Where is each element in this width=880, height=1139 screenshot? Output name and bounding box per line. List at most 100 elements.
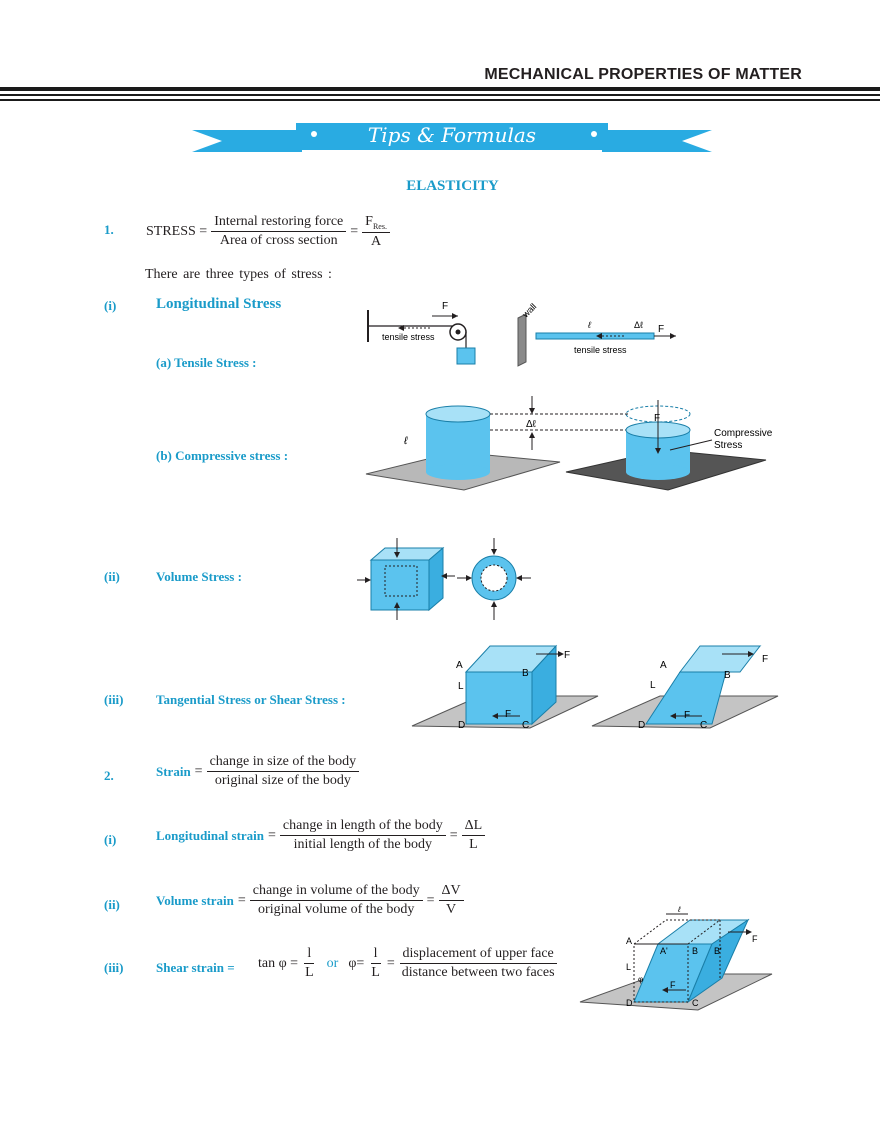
equals-sign: = [386,955,395,971]
strain-label: Strain [156,763,191,779]
fraction-numerator: ΔV [438,883,464,901]
list-number: (i) [104,298,117,313]
length-label: ℓ [677,906,681,914]
corner-label: A [456,660,463,671]
length-label: L [626,962,631,972]
tensile-label: tensile stress [574,345,627,355]
corner-label: B [724,670,731,681]
item-number: 1. [104,222,114,237]
length-label: L [458,681,464,692]
corner-label: D [638,720,645,731]
force-label: F [762,654,768,665]
fraction-numerator: l [370,946,381,964]
corner-label: A [660,660,667,671]
volume-strain-label: Volume strain [156,892,234,908]
fraction-numerator: l [304,946,315,964]
list-number: (ii) [104,569,120,584]
corner-label: C [700,720,707,731]
stress-label: Stress [714,440,742,451]
corner-label: B [692,946,698,956]
tips-banner: Tips & Formulas [192,120,712,160]
shear-strain-label: Shear strain = [156,960,235,975]
l-over-L-fraction: l L [368,946,383,981]
length-label: L [650,680,656,691]
tensile-stress-figure: F tensile stress wall F ℓ Δℓ tensile str… [367,301,676,367]
section-title: ELASTICITY [406,178,499,194]
fraction-denominator: L [305,965,314,980]
corner-label: B [522,668,529,679]
force-label: F [442,301,448,312]
phi-equals: φ= [348,955,365,971]
longitudinal-strain-label: Longitudinal strain [156,827,265,843]
stress-fraction: Internal restoring force Area of cross s… [211,214,347,249]
force-label: F [658,324,664,335]
strain-denominator: original size of the body [214,773,351,788]
strain-formula: Strain = change in size of the body orig… [156,754,360,789]
delta-length-label: Δℓ [526,419,537,430]
stress-types-note: There are three types of stress : [145,267,332,282]
compressive-label: Compressive [714,428,773,439]
item-number: 2. [104,768,114,783]
volume-strain-formula: Volume strain = change in volume of the … [156,883,464,918]
fraction-denominator: distance between two faces [401,965,555,980]
shear-stress-figure: F F A B L D C F F A B L D C [411,644,779,731]
stress-lhs: STRESS = [146,223,208,239]
longitudinal-strain-fraction: change in length of the body initial len… [279,818,446,853]
force-label: F [505,709,511,720]
volume-stress-label: Volume Stress : [156,569,242,584]
force-label: F [752,934,758,944]
corner-label: C [522,720,529,731]
strain-numerator: change in size of the body [206,754,360,772]
fraction-numerator: ΔL [461,818,486,836]
header-rule [0,94,880,96]
corner-label: B' [714,946,722,956]
delta-length-label: Δℓ [634,320,644,330]
corner-label: D [626,998,633,1008]
tensile-stress-label: (a) Tensile Stress : [156,355,257,370]
fraction-denominator: original volume of the body [258,902,415,917]
equals-sign: = [449,827,458,843]
force-label: F [684,710,690,721]
shear-stress-label: Tangential Stress or Shear Stress : [156,692,346,707]
fraction-denominator: initial length of the body [293,837,433,852]
fraction-numerator: change in length of the body [279,818,446,836]
list-number: (ii) [104,897,120,912]
equals-sign: = [268,827,276,843]
l-over-L-fraction: l L [302,946,317,981]
equals-sign: = [237,892,246,908]
force-label: F [564,650,570,661]
fraction-denominator: L [469,837,478,852]
banner-ribbon-graphic [192,123,712,152]
tensile-label: tensile stress [382,332,435,342]
force-subscript: Res. [372,221,387,231]
force-area-fraction: FRes. A [362,214,390,250]
force-label: F [670,980,676,990]
area-symbol: A [371,233,382,249]
strain-fraction: change in size of the body original size… [206,754,360,789]
banner-title: Tips & Formulas [367,123,537,147]
force-symbol: F [365,214,373,229]
volume-stress-figure [357,538,531,620]
delta-v-fraction: ΔV V [438,883,464,918]
longitudinal-stress-label: Longitudinal Stress [156,296,282,312]
delta-l-fraction: ΔL L [461,818,486,853]
fraction-denominator: V [446,902,457,917]
corner-label: A' [660,946,668,956]
equals-sign: = [194,763,203,779]
corner-label: D [458,720,465,731]
tan-phi: tan φ = [258,955,299,971]
displacement-fraction: displacement of upper face distance betw… [399,946,558,981]
angle-label: φ [638,975,643,984]
running-header: MECHANICAL PROPERTIES OF MATTER [484,66,802,83]
compressive-stress-figure: ℓ Δℓ F Compressive Stress [365,396,773,491]
or-text: or [326,955,339,971]
list-number: (iii) [104,960,124,975]
fraction-numerator: displacement of upper face [399,946,557,964]
corner-label: A [626,936,632,946]
list-number: (iii) [104,692,124,707]
equals-sign: = [426,892,435,908]
fraction-numerator: change in volume of the body [249,883,423,901]
fraction-denominator: L [371,965,380,980]
stress-numerator: Internal restoring force [211,214,347,233]
stress-formula: STRESS = Internal restoring force Area o… [146,214,390,250]
